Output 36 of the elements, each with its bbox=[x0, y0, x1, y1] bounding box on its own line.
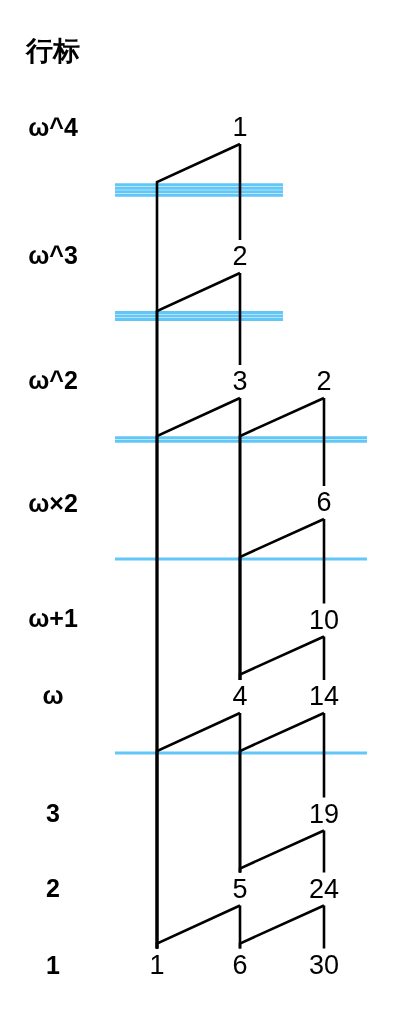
connector-line bbox=[238, 144, 242, 240]
connector-line bbox=[155, 904, 241, 949]
entry-value: 14 bbox=[308, 680, 340, 713]
entry-value: 2 bbox=[231, 240, 249, 273]
entry-value: 10 bbox=[308, 603, 340, 637]
entry-value: 6 bbox=[315, 486, 333, 519]
entry-value: 4 bbox=[231, 680, 249, 713]
entry-value: 5 bbox=[231, 872, 249, 906]
connector-line bbox=[322, 636, 326, 680]
entry-value: 6 bbox=[231, 948, 249, 982]
row-label: ω^3 bbox=[28, 240, 78, 270]
connector-line bbox=[322, 713, 326, 798]
entry-value: 24 bbox=[308, 872, 340, 906]
entry-value: 3 bbox=[231, 365, 249, 398]
column-header: 行标 bbox=[26, 36, 80, 68]
row-label: 2 bbox=[46, 873, 60, 903]
connector-line bbox=[322, 905, 326, 949]
row-label: 1 bbox=[46, 950, 60, 980]
connector-line bbox=[238, 273, 242, 365]
connector-line bbox=[322, 398, 326, 486]
row-label: ω^2 bbox=[28, 365, 78, 395]
row-label: ω+1 bbox=[28, 603, 78, 633]
row-label: ω bbox=[42, 680, 64, 710]
connector-line bbox=[322, 519, 326, 604]
entry-value: 1 bbox=[231, 111, 249, 144]
row-label: ω^4 bbox=[28, 112, 78, 142]
row-label: 3 bbox=[46, 798, 60, 828]
entry-value: 19 bbox=[308, 797, 340, 831]
connector-line bbox=[238, 635, 325, 680]
entry-value: 1 bbox=[148, 948, 166, 982]
row-label: ω×2 bbox=[28, 488, 78, 518]
entry-value: 30 bbox=[308, 948, 340, 982]
connector-line bbox=[238, 829, 325, 873]
connector-line bbox=[238, 904, 325, 949]
entry-value: 2 bbox=[315, 365, 333, 398]
connector-line bbox=[322, 830, 326, 873]
